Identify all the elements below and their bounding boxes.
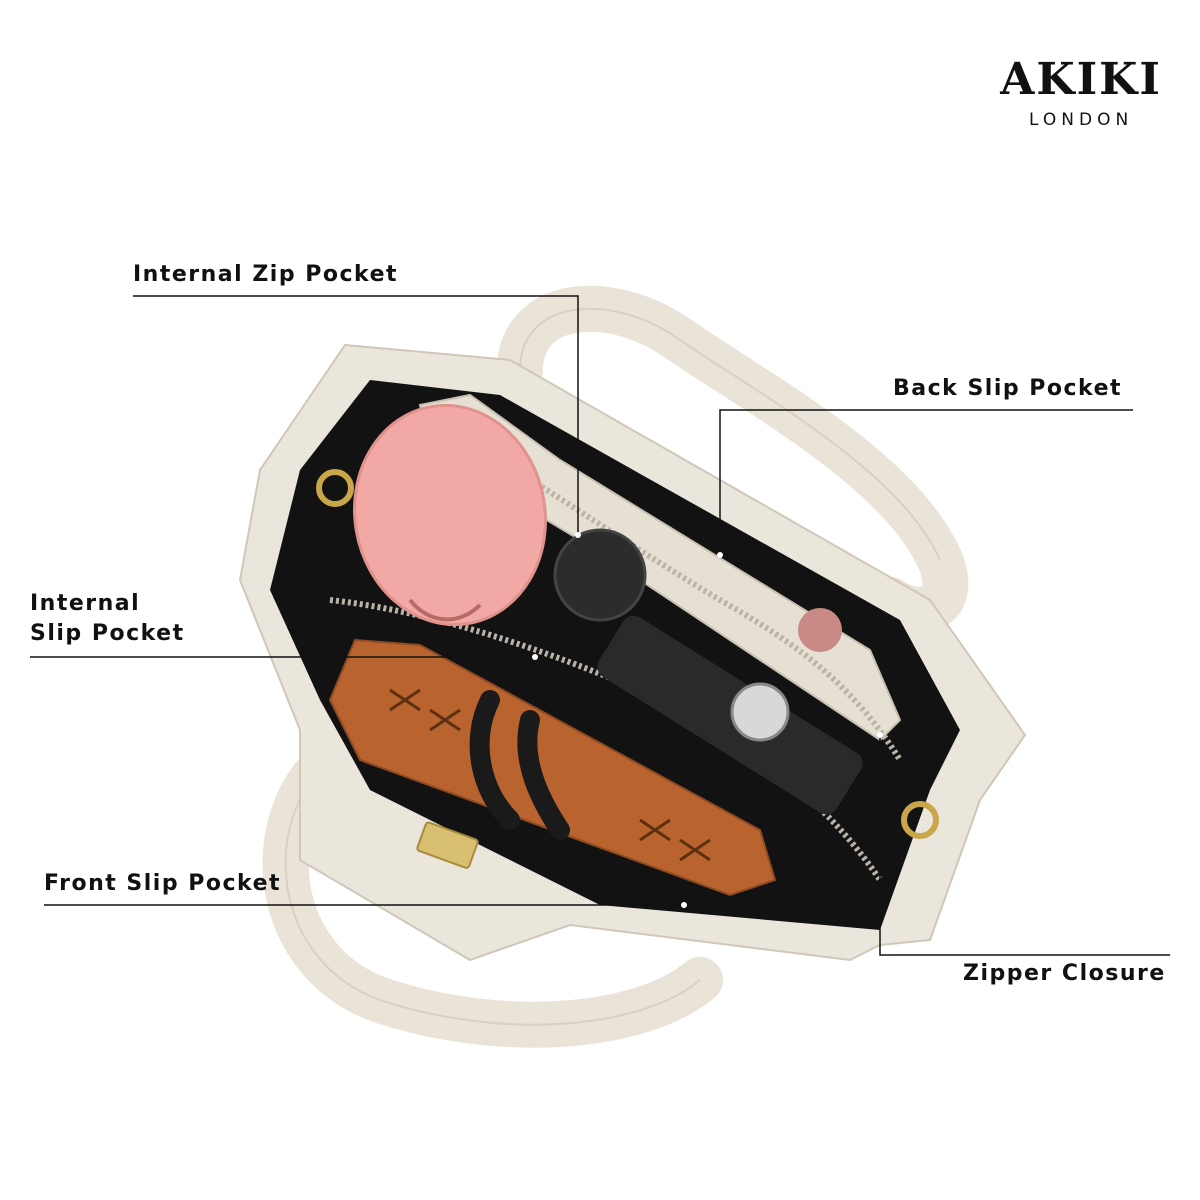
tan-wallet	[328, 638, 777, 897]
dot-back-slip	[717, 552, 723, 558]
brand-name: AKIKI	[1000, 54, 1162, 105]
dot-internal-slip	[532, 654, 538, 660]
cosmetic-jar	[798, 608, 842, 652]
dot-zipper-closure	[877, 732, 883, 738]
hardware-ring-right	[901, 801, 939, 839]
black-device	[597, 615, 863, 815]
line-internal-zip-pocket	[133, 295, 579, 535]
line-zipper-closure	[879, 735, 1170, 956]
front-clasp	[416, 821, 479, 869]
brand-logo: AKIKI LONDON	[1000, 54, 1162, 131]
label-back-slip-pocket: Back Slip Pocket	[893, 376, 1123, 401]
label-internal-slip-pocket-line2: Slip Pocket	[30, 621, 185, 646]
label-internal-slip-pocket-line1: Internal	[30, 591, 141, 616]
compact-powder	[730, 682, 790, 742]
black-compact	[553, 528, 647, 622]
label-zipper-closure: Zipper Closure	[963, 961, 1166, 986]
line-back-slip-pocket	[719, 409, 1133, 555]
brand-location: LONDON	[1029, 110, 1134, 130]
wallet-strap	[469, 690, 570, 840]
label-internal-zip-pocket: Internal Zip Pocket	[133, 262, 398, 287]
pink-mirror	[353, 403, 547, 627]
dot-internal-zip	[575, 532, 581, 538]
callout-lines	[30, 295, 1170, 956]
front-zipper	[329, 597, 883, 882]
dot-front-slip	[681, 902, 687, 908]
hardware-ring-left	[316, 469, 354, 507]
label-internal-slip-pocket: Internal Slip Pocket	[30, 589, 185, 649]
label-front-slip-pocket: Front Slip Pocket	[44, 871, 282, 896]
